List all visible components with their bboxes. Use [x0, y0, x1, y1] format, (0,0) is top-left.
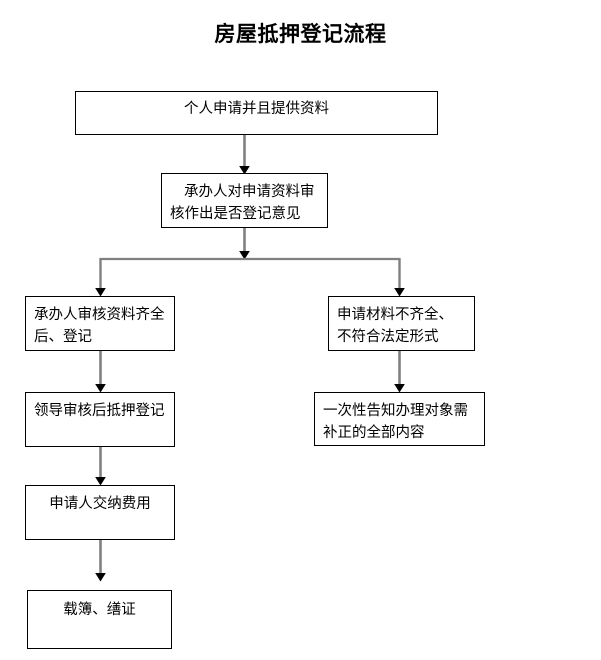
flow-node-complete-label: 承办人审核资料齐全后、登记	[34, 307, 165, 345]
flow-node-incomplete-label: 申请材料不齐全、不符合法定形式	[337, 307, 453, 345]
flow-node-notify: 一次性告知办理对象需补正的全部内容	[314, 392, 485, 446]
flow-node-fee: 申请人交纳费用	[25, 485, 175, 540]
flow-node-certificate: 载簿、缮证	[27, 590, 172, 649]
edge-leader-to-fee	[95, 447, 106, 486]
edge-complete-to-leader	[95, 351, 106, 393]
flow-node-review-label: 承办人对申请资料审核作出是否登记意见	[170, 184, 315, 222]
flow-node-fee-label: 申请人交纳费用	[49, 496, 151, 512]
flow-node-leader-label: 领导审核后抵押登记	[34, 403, 165, 419]
edge-apply-to-review	[239, 135, 250, 175]
edge-review-to-branch	[239, 228, 250, 260]
flow-node-leader: 领导审核后抵押登记	[25, 392, 175, 447]
flow-node-notify-label: 一次性告知办理对象需补正的全部内容	[323, 403, 468, 441]
edge-fee-to-certificate	[95, 540, 106, 582]
flow-node-incomplete: 申请材料不齐全、不符合法定形式	[328, 296, 475, 351]
edge-branch-to-incomplete	[394, 258, 405, 297]
flow-node-apply-label: 个人申请并且提供资料	[184, 101, 329, 117]
flow-node-certificate-label: 载簿、缮证	[63, 602, 136, 618]
edge-branch-to-complete	[95, 258, 106, 297]
edge-incomplete-to-notify	[394, 351, 405, 393]
page-title: 房屋抵押登记流程	[214, 23, 387, 46]
flow-node-complete: 承办人审核资料齐全后、登记	[25, 296, 175, 351]
flow-node-review: 承办人对申请资料审核作出是否登记意见	[161, 173, 328, 228]
flow-node-apply: 个人申请并且提供资料	[75, 91, 438, 135]
